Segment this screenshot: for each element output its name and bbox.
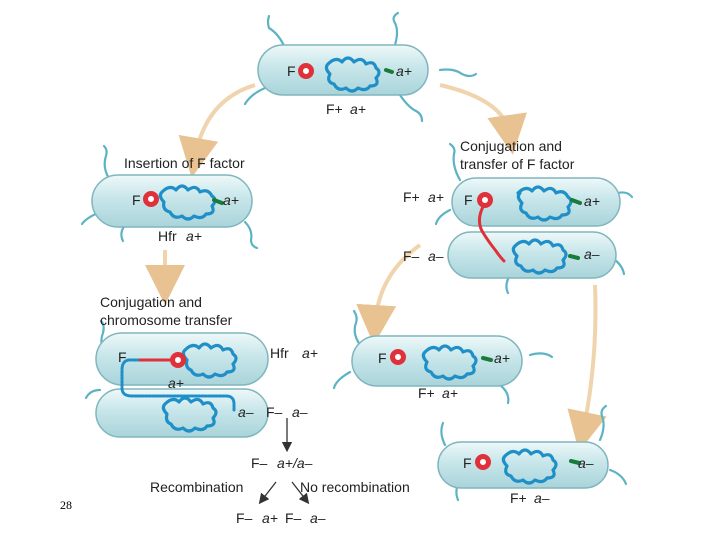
top-cell-caption-main: F+ <box>326 101 343 117</box>
gene-markers <box>212 68 582 465</box>
chromosome-center-product <box>421 344 478 381</box>
center-product-gene-label: a+ <box>494 350 510 366</box>
arrow-right-to-center <box>356 243 422 345</box>
hfr-donor-f-label: F <box>118 349 127 365</box>
result-left-gene: a+ <box>262 510 278 526</box>
top-cell-caption-gene: a+ <box>350 101 366 117</box>
hfr-insertion-caption-gene: a+ <box>186 228 202 244</box>
hfr-insertion-f-label: F <box>132 192 141 208</box>
right-recipient-side-gene: a– <box>428 248 444 264</box>
cell-right-donor <box>451 177 621 227</box>
bottom-right-caption-main: F+ <box>510 490 527 506</box>
cell-top-f-plus <box>257 44 429 96</box>
chromosome-hfr-insertion <box>158 184 217 221</box>
right-donor-side-gene: a+ <box>428 189 444 205</box>
bottom-right-caption-gene: a– <box>534 490 550 506</box>
page-number: 28 <box>60 498 72 512</box>
chromosome-top <box>324 56 381 93</box>
f-factor-center-product <box>390 349 406 365</box>
chromosome-hfr-recipient <box>161 396 218 433</box>
merozygote-main: F– <box>251 455 268 471</box>
recombination-label: Recombination <box>150 479 244 495</box>
right-donor-f-label: F <box>464 192 473 208</box>
result-right-gene: a– <box>310 510 326 526</box>
f-factor-plasmids <box>143 63 493 470</box>
f-factor-transfer-strand <box>477 203 506 263</box>
arrow-top-to-left <box>178 83 256 178</box>
top-cell-f-label: F <box>287 63 296 79</box>
arrow-to-non-recombinant <box>291 481 310 505</box>
arrow-top-to-right <box>439 83 527 155</box>
chromosome-right-recipient <box>511 238 568 275</box>
hfr-donor-heading-line2: chromosome transfer <box>100 312 233 328</box>
merozygote-gene: a+/a– <box>277 455 313 471</box>
cell-hfr-recipient <box>95 388 269 438</box>
chromosome-transfer-strand <box>120 358 236 412</box>
chromosome-right-donor <box>516 185 573 222</box>
center-product-f-label: F <box>378 350 387 366</box>
f-factor-hfr-donor <box>170 352 186 368</box>
chromosomes <box>158 56 573 485</box>
top-cell-gene-label: a+ <box>396 63 412 79</box>
flow-arrows <box>145 83 607 505</box>
hfr-insertion-gene-label: a+ <box>223 192 239 208</box>
hfr-donor-heading-line1: Conjugation and <box>100 294 202 310</box>
cell-bottom-right <box>437 441 609 489</box>
result-left-main: F– <box>236 510 253 526</box>
f-factor-bottom-right <box>475 454 491 470</box>
bottom-right-f-label: F <box>463 455 472 471</box>
f-factor-right-donor <box>477 192 493 208</box>
no-recombination-label: No recombination <box>300 479 410 495</box>
hfr-recipient-gene-label: a– <box>238 404 254 420</box>
center-product-caption-main: F+ <box>418 385 435 401</box>
chromosome-hfr-donor <box>181 342 238 379</box>
chromosome-bottom-right <box>501 448 558 485</box>
f-factor-top <box>298 63 314 79</box>
right-donor-gene-label: a+ <box>584 193 600 209</box>
right-recipient-gene-label: a– <box>584 246 600 262</box>
f-factor-hfr-insertion <box>143 191 159 207</box>
hfr-insertion-caption-main: Hfr <box>158 228 177 244</box>
bottom-right-gene-label: a– <box>578 455 594 471</box>
result-right-main: F– <box>285 510 302 526</box>
hfr-donor-transfer-gene: a+ <box>168 375 184 391</box>
right-recipient-side-main: F– <box>403 248 420 264</box>
hfr-donor-side-gene: a+ <box>302 345 318 361</box>
hfr-recipient-side-main: F– <box>266 404 283 420</box>
right-donor-heading-line1: Conjugation and <box>460 138 562 154</box>
arrow-right-to-bottom <box>567 284 607 452</box>
hfr-insertion-heading: Insertion of F factor <box>124 155 245 171</box>
arrow-to-recombinant <box>258 481 277 505</box>
hfr-recipient-side-gene: a– <box>292 404 308 420</box>
right-donor-heading-line2: transfer of F factor <box>460 156 575 172</box>
hfr-donor-side-main: Hfr <box>270 345 289 361</box>
cell-center-product <box>351 335 523 387</box>
center-product-caption-gene: a+ <box>442 385 458 401</box>
right-donor-side-main: F+ <box>403 189 420 205</box>
